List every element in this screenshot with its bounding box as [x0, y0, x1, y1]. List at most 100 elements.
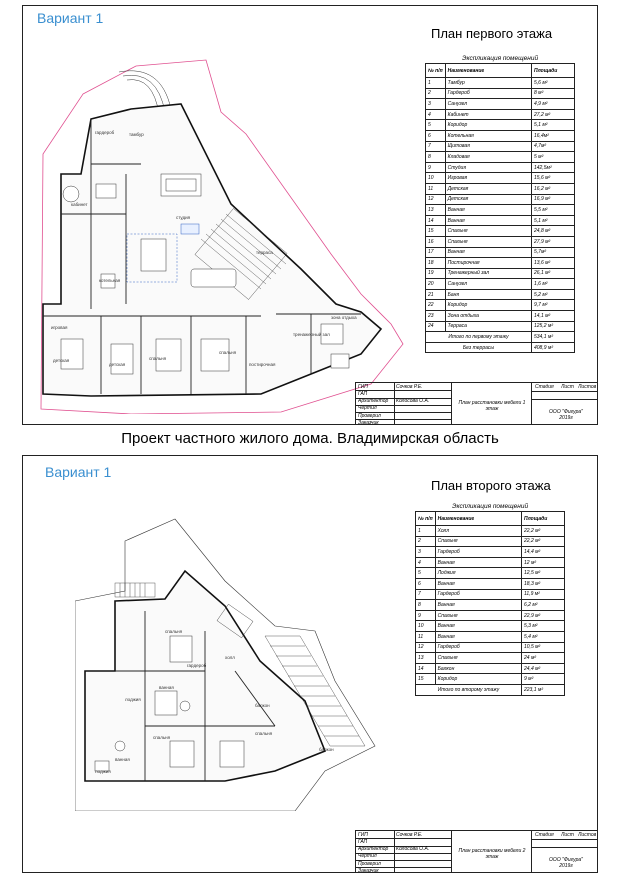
- stamp-company: ООО "Фигура" 2019г: [549, 409, 583, 421]
- row-area: 18,3 м²: [521, 577, 565, 590]
- row-num: 6: [425, 129, 446, 142]
- row-area: 13,6 м²: [531, 257, 575, 269]
- col-area: Площади: [521, 511, 565, 526]
- plan-label-hall: холл: [225, 655, 235, 660]
- row-area: 142,5м²: [531, 161, 575, 174]
- row-area: 5,2 м²: [531, 288, 575, 301]
- row-name: Детская: [444, 193, 533, 206]
- row-area: 12 м²: [521, 556, 565, 569]
- stamp-sheets: Листов: [578, 832, 597, 838]
- row-num: 9: [425, 161, 446, 174]
- row-area: 16,9 м²: [531, 193, 575, 206]
- plan-label-boiler: котельная: [99, 278, 121, 283]
- plan-label-playroom: игровая: [51, 325, 68, 330]
- row-area: 24,4 м²: [521, 662, 565, 675]
- row-num: 13: [425, 204, 446, 216]
- row-name: Холл: [434, 525, 523, 537]
- stamp-role: Заказчик: [358, 868, 379, 873]
- stamp-role: Заказчик: [358, 420, 379, 425]
- row-num: 22: [425, 299, 446, 312]
- plan-label-loggia-2: лоджия: [95, 769, 111, 774]
- row-num: 7: [425, 140, 446, 153]
- row-name: Гардероб: [444, 87, 533, 100]
- row-name: Постирочная: [444, 257, 533, 269]
- row-num: 19: [425, 267, 446, 280]
- col-num: № п/п: [425, 63, 446, 78]
- row-area: 16,4м²: [531, 129, 575, 142]
- plan-label-gym: тренажерный зал: [293, 331, 330, 337]
- total-name: Без террасы: [425, 341, 532, 354]
- row-name: Игровая: [444, 172, 533, 184]
- stamp-stage: Стадия: [535, 832, 554, 838]
- row-name: Ванная: [434, 556, 523, 569]
- row-area: 27,2 м²: [531, 108, 575, 121]
- row-name: Спальня: [444, 225, 533, 237]
- row-num: 20: [425, 278, 446, 290]
- stamp-person: Колосова О.А.: [396, 846, 430, 853]
- plan-label-studio: студия: [176, 215, 191, 220]
- stamp-sheets: Листов: [578, 384, 597, 390]
- plan-label-terrace: терраса: [256, 250, 273, 255]
- row-num: 4: [425, 108, 446, 121]
- row-name: Санузел: [444, 98, 533, 110]
- row-area: 5,3 м²: [521, 620, 565, 632]
- stamp-sheet-name: План расстановки мебели 1 этаж: [458, 400, 526, 412]
- row-name: Балкон: [434, 662, 523, 675]
- row-num: 8: [425, 151, 446, 163]
- plan-label-wardrobe: гардероб: [187, 663, 207, 668]
- stamp-stage: Стадия: [535, 384, 554, 390]
- stamp-role: Чертил: [358, 405, 377, 412]
- plan-label-rest: зона отдыха: [331, 315, 357, 320]
- project-title: Проект частного жилого дома. Владимирска…: [121, 430, 499, 447]
- row-area: 9 м²: [521, 673, 565, 685]
- row-num: 15: [425, 225, 446, 237]
- stamp-role: Проверил: [358, 860, 381, 867]
- row-name: Котельная: [444, 129, 533, 142]
- stamp-sheet-name: План расстановки мебели 2 этаж: [458, 848, 526, 860]
- plan-label-bath-2: ванная: [115, 757, 130, 762]
- drawing-sheet-first-floor: Вариант 1 План первого этажа Экспликация…: [22, 5, 598, 425]
- col-name: Наименование: [434, 511, 523, 526]
- plan-label-bedroom-1: спальня: [165, 629, 183, 634]
- first-floor-plan: тамбур гардероб кабинет студия котельная…: [40, 59, 404, 414]
- plan-label-kids-1: детская: [53, 358, 70, 363]
- row-name: Коридор: [434, 673, 523, 685]
- plan-label-bath: ванная: [159, 685, 174, 690]
- row-name: Спальня: [434, 609, 523, 622]
- row-name: Студия: [444, 161, 533, 174]
- stamp-role: ГАП: [358, 838, 368, 845]
- row-name: Санузел: [444, 278, 533, 290]
- stamp-role: Архитектор: [358, 398, 389, 405]
- plan-label-wardrobe: гардероб: [95, 130, 115, 135]
- row-area: 11,9 м²: [521, 588, 565, 601]
- row-name: Ванная: [434, 577, 523, 590]
- row-num: 2: [425, 87, 446, 100]
- row-name: Ванная: [434, 599, 523, 611]
- row-area: 5,1 м²: [531, 119, 575, 131]
- row-area: 22,2 м²: [521, 525, 565, 537]
- stamp-company: ООО "Фигура" 2019г: [549, 857, 583, 869]
- plan-label-bedroom-2: спальня: [219, 350, 237, 355]
- stamp-role: Проверил: [358, 412, 381, 419]
- row-num: 16: [425, 235, 446, 248]
